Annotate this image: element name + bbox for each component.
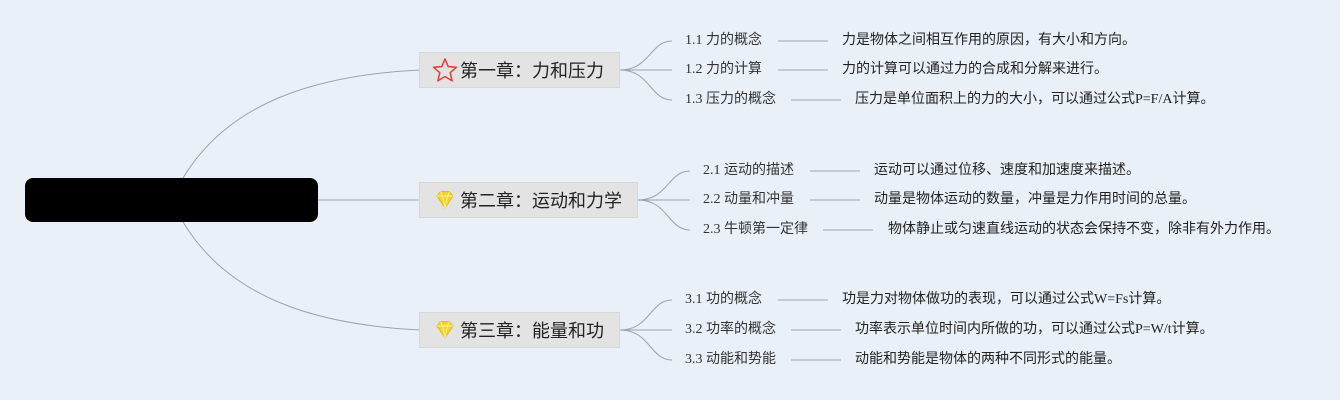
topic-3-3-desc[interactable]: 动能和势能是物体的两种不同形式的能量。 — [855, 352, 1121, 367]
topic-3-2-desc[interactable]: 功率表示单位时间内所做的功，可以通过公式P=W/t计算。 — [855, 322, 1214, 337]
chapter-title: 第一章：力和压力 — [460, 61, 604, 82]
chapter-title: 第三章：能量和功 — [460, 321, 604, 342]
star-icon — [432, 57, 458, 83]
diamond-icon — [432, 317, 458, 343]
chapter-title: 第二章：运动和力学 — [460, 191, 622, 212]
topic-3-1-desc[interactable]: 功是力对物体做功的表现，可以通过公式W=Fs计算。 — [842, 292, 1171, 307]
topic-3-1[interactable]: 3.1 功的概念 — [685, 292, 762, 307]
topic-1-3-desc[interactable]: 压力是单位面积上的力的大小，可以通过公式P=F/A计算。 — [855, 92, 1215, 107]
root-node[interactable] — [25, 178, 318, 222]
diamond-icon — [432, 187, 458, 213]
topic-2-1-desc[interactable]: 运动可以通过位移、速度和加速度来描述。 — [874, 163, 1140, 178]
topic-1-1[interactable]: 1.1 力的概念 — [685, 33, 762, 48]
topic-2-1[interactable]: 2.1 运动的描述 — [703, 163, 794, 178]
chapter-node-2[interactable]: 第二章：运动和力学 — [419, 182, 638, 218]
chapter-node-3[interactable]: 第三章：能量和功 — [419, 312, 620, 348]
topic-2-2-desc[interactable]: 动量是物体运动的数量，冲量是力作用时间的总量。 — [874, 192, 1196, 207]
topic-2-2[interactable]: 2.2 动量和冲量 — [703, 192, 794, 207]
topic-3-2[interactable]: 3.2 功率的概念 — [685, 322, 776, 337]
topic-1-2-desc[interactable]: 力的计算可以通过力的合成和分解来进行。 — [842, 62, 1108, 77]
chapter-node-1[interactable]: 第一章：力和压力 — [419, 52, 620, 88]
topic-1-3[interactable]: 1.3 压力的概念 — [685, 92, 776, 107]
topic-2-3[interactable]: 2.3 牛顿第一定律 — [703, 222, 808, 237]
topic-1-2[interactable]: 1.2 力的计算 — [685, 62, 762, 77]
topic-3-3[interactable]: 3.3 动能和势能 — [685, 352, 776, 367]
topic-2-3-desc[interactable]: 物体静止或匀速直线运动的状态会保持不变，除非有外力作用。 — [888, 222, 1280, 237]
topic-1-1-desc[interactable]: 力是物体之间相互作用的原因，有大小和方向。 — [842, 33, 1136, 48]
